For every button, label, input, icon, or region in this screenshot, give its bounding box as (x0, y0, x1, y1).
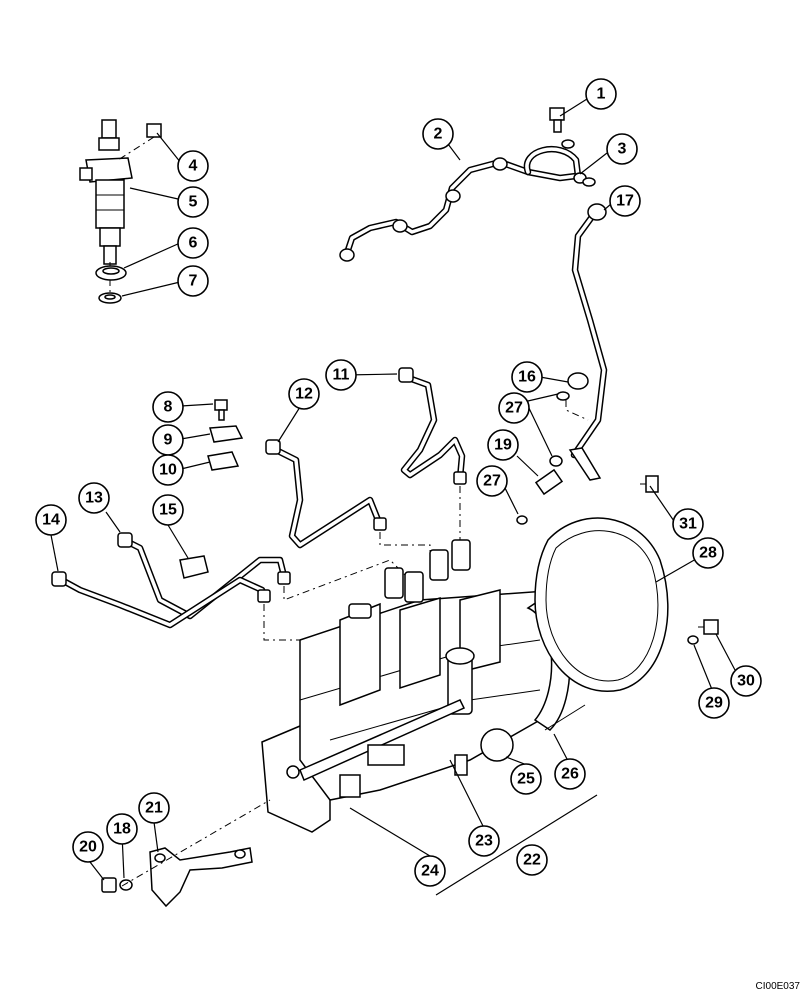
svg-text:13: 13 (85, 490, 103, 507)
svg-text:3: 3 (618, 141, 627, 158)
svg-text:26: 26 (561, 766, 579, 783)
callout-28: 28 (692, 537, 724, 569)
svg-text:29: 29 (705, 695, 723, 712)
gasket-fasteners (640, 475, 719, 645)
callout-23: 23 (468, 825, 500, 857)
fuel-pipe-2 (339, 146, 587, 262)
svg-text:5: 5 (189, 194, 198, 211)
callout-21: 21 (138, 792, 170, 824)
svg-text:15: 15 (159, 502, 177, 519)
svg-text:10: 10 (159, 462, 177, 479)
injector-assembly (79, 119, 162, 304)
svg-text:4: 4 (189, 158, 198, 175)
callout-16: 16 (511, 361, 543, 393)
callout-2: 2 (422, 118, 454, 150)
gasket-28 (534, 517, 669, 693)
bracket-21 (101, 799, 271, 908)
callout-30: 30 (730, 665, 762, 697)
svg-text:9: 9 (164, 432, 173, 449)
callout-7: 7 (177, 265, 209, 297)
callout-29: 29 (698, 687, 730, 719)
svg-text:12: 12 (295, 386, 313, 403)
callout-26: 26 (554, 758, 586, 790)
callout-20: 20 (72, 831, 104, 863)
callout-1: 1 (585, 78, 617, 110)
banjo-bolt-1 (549, 107, 596, 187)
svg-text:25: 25 (517, 771, 535, 788)
fitting-parts (516, 372, 589, 525)
callout-27a: 27 (498, 392, 530, 424)
svg-text:22: 22 (523, 852, 541, 869)
callout-9: 9 (152, 424, 184, 456)
callout-19: 19 (487, 429, 519, 461)
svg-text:7: 7 (189, 273, 198, 290)
svg-text:6: 6 (189, 235, 198, 252)
svg-text:28: 28 (699, 545, 717, 562)
callout-10: 10 (152, 454, 184, 486)
svg-text:19: 19 (494, 437, 512, 454)
callout-12: 12 (288, 378, 320, 410)
callout-14: 14 (35, 504, 67, 536)
callout-31: 31 (672, 508, 704, 540)
svg-text:1: 1 (597, 86, 606, 103)
callout-18: 18 (106, 813, 138, 845)
svg-text:27: 27 (483, 473, 501, 490)
callout-27b: 27 (476, 465, 508, 497)
svg-text:20: 20 (79, 839, 97, 856)
return-pipe-17 (568, 203, 608, 481)
svg-text:8: 8 (164, 399, 173, 416)
injection-lines (51, 367, 467, 641)
svg-text:17: 17 (616, 193, 634, 210)
callout-6: 6 (177, 227, 209, 259)
callout-11: 11 (325, 359, 357, 391)
callout-22: 22 (516, 844, 548, 876)
svg-text:27: 27 (505, 400, 523, 417)
callout-24: 24 (414, 855, 446, 887)
svg-text:16: 16 (518, 369, 536, 386)
callout-3: 3 (606, 133, 638, 165)
callout-15: 15 (152, 494, 184, 526)
callout-13: 13 (78, 482, 110, 514)
svg-text:30: 30 (737, 673, 755, 690)
clamp-parts (179, 399, 244, 579)
svg-text:31: 31 (679, 516, 697, 533)
svg-text:11: 11 (333, 367, 350, 384)
callout-8: 8 (152, 391, 184, 423)
svg-text:14: 14 (42, 512, 60, 529)
callout-25: 25 (510, 763, 542, 795)
callout-17: 17 (609, 185, 641, 217)
callout-4: 4 (177, 150, 209, 182)
svg-text:21: 21 (145, 800, 163, 817)
svg-text:24: 24 (421, 863, 439, 880)
svg-text:18: 18 (113, 821, 131, 838)
svg-text:2: 2 (434, 126, 443, 143)
drawing-code: CI00E037 (755, 981, 800, 992)
callout-5: 5 (177, 186, 209, 218)
injection-pump (261, 539, 586, 833)
svg-text:23: 23 (475, 833, 493, 850)
